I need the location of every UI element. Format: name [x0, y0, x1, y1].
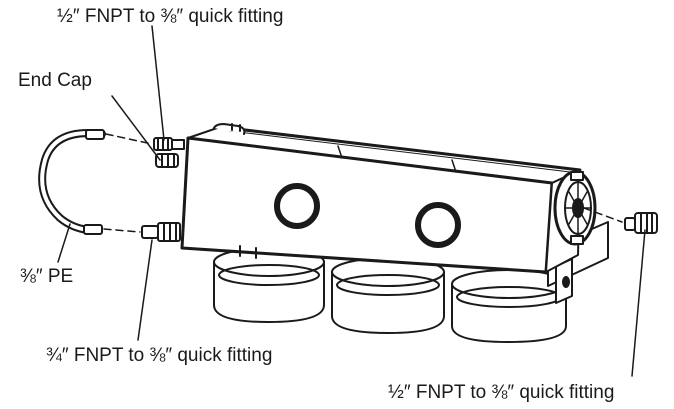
- leader-bottom-right-fitting: [631, 229, 646, 377]
- end-cap-part: [155, 153, 179, 168]
- port-circle-right: [415, 202, 461, 248]
- label-end-cap: End Cap: [18, 70, 92, 91]
- port-circle-left: [274, 183, 320, 229]
- assembly-guides: [103, 133, 623, 233]
- label-pe-tube: ⅜″ PE: [20, 266, 74, 287]
- canister-left: [213, 247, 325, 323]
- canister-right: [451, 269, 567, 343]
- label-bottom-left-fitting: ¾″ FNPT to ⅜″ quick fitting: [46, 345, 273, 366]
- leader-bottom-left-fitting: [137, 239, 153, 341]
- canister-middle: [331, 257, 445, 334]
- leader-top-fitting: [151, 25, 165, 141]
- manifold-housing: [180, 123, 582, 274]
- leader-end-cap: [111, 95, 161, 161]
- label-top-fitting: ½″ FNPT to ⅜″ quick fitting: [57, 6, 284, 27]
- leader-pe: [57, 223, 71, 263]
- right-quick-fitting: [624, 212, 658, 234]
- label-bottom-right-fitting: ½″ FNPT to ⅜″ quick fitting: [388, 382, 615, 403]
- end-wheel: [553, 170, 597, 246]
- bottom-left-quick-fitting: [141, 222, 181, 242]
- top-quick-fitting: [153, 137, 185, 151]
- pe-tubing: [38, 129, 106, 235]
- leader-lines: [57, 25, 646, 377]
